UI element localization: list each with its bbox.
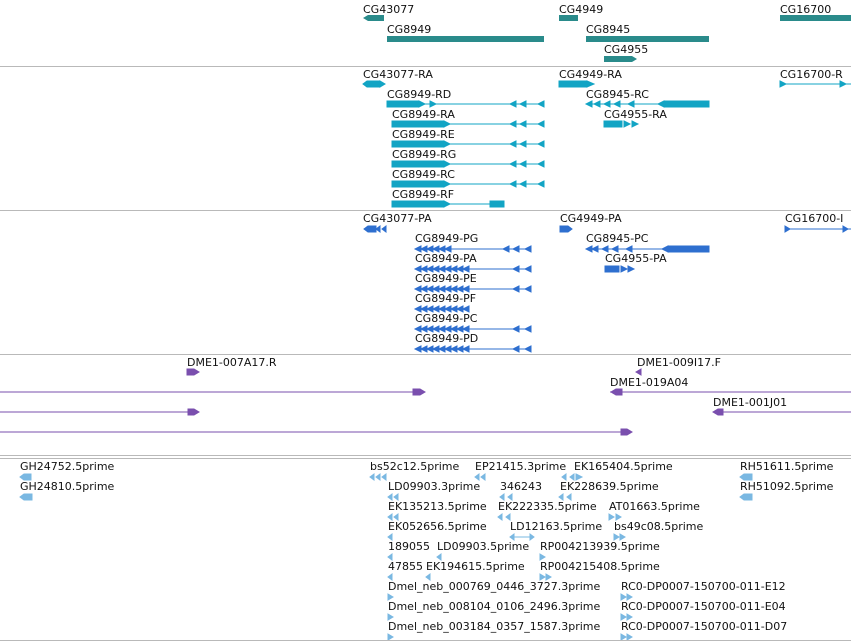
gene-feature-cg4949 xyxy=(559,15,578,21)
mrna-features[interactable] xyxy=(0,67,851,210)
mrna-label[interactable]: CG8949-RA xyxy=(392,108,455,121)
track-separator xyxy=(0,66,851,67)
est-label[interactable]: GH24810.5prime xyxy=(20,480,115,493)
est-label[interactable]: 189055 xyxy=(388,540,430,553)
est-label[interactable]: Dmel_neb_003184_0357_1587.3prime xyxy=(388,620,601,633)
est-label[interactable]: RP004215408.5prime xyxy=(540,560,660,573)
gene-label[interactable]: CG8945 xyxy=(586,23,631,36)
mrna-label[interactable]: CG4949-RA xyxy=(559,68,622,81)
gene-feature-cg43077 xyxy=(363,15,384,21)
protein-label[interactable]: CG8949-PG xyxy=(415,232,479,245)
protein-track: CG43077-PA CG4949-PA CG16700-I CG8949-PG… xyxy=(0,211,851,354)
gene-feature-cg4955 xyxy=(604,56,637,62)
est-label[interactable]: EK228639.5prime xyxy=(560,480,659,493)
gene-label[interactable]: CG4955 xyxy=(604,43,649,56)
track-separator xyxy=(0,640,851,641)
clone-label[interactable]: DME1-007A17.R xyxy=(187,356,277,369)
mrna-label[interactable]: CG4955-RA xyxy=(604,108,667,121)
est-label[interactable]: bs52c12.5prime xyxy=(370,460,460,473)
track-separator xyxy=(0,354,851,355)
protein-label[interactable]: CG8949-PA xyxy=(415,252,477,265)
est-label[interactable]: Dmel_neb_008104_0106_2496.3prime xyxy=(388,600,601,613)
gene-feature-cg8945 xyxy=(586,36,709,42)
track-separator xyxy=(0,458,851,459)
protein-label[interactable]: CG8949-PE xyxy=(415,272,477,285)
clone-label[interactable]: DME1-019A04 xyxy=(610,376,689,389)
est-label[interactable]: Dmel_neb_000769_0446_3727.3prime xyxy=(388,580,601,593)
gene-feature-cg16700 xyxy=(780,15,851,21)
clone-label[interactable]: DME1-001J01 xyxy=(713,396,788,409)
est-track: GH24752.5prime bs52c12.5prime EP21415.3p… xyxy=(0,459,851,640)
est-label[interactable]: EK222335.5prime xyxy=(498,500,597,513)
protein-label[interactable]: CG16700-I xyxy=(785,212,844,225)
est-label[interactable]: AT01663.5prime xyxy=(609,500,700,513)
est-label[interactable]: RC0-DP0007-150700-011-D07 xyxy=(621,620,788,633)
gene-track: CG43077 CG4949 CG16700 CG8949 CG8945 CG4… xyxy=(0,0,851,66)
gene-label[interactable]: CG8949 xyxy=(387,23,432,36)
est-label[interactable]: RC0-DP0007-150700-011-E04 xyxy=(621,600,786,613)
est-label[interactable]: bs49c08.5prime xyxy=(614,520,704,533)
mrna-label[interactable]: CG8949-RG xyxy=(392,148,457,161)
est-label[interactable]: EK135213.5prime xyxy=(388,500,487,513)
gene-label[interactable]: CG43077 xyxy=(363,3,415,16)
est-label[interactable]: RC0-DP0007-150700-011-E12 xyxy=(621,580,786,593)
clone-track: DME1-007A17.R DME1-009I17.F DME1-019A04 … xyxy=(0,355,851,455)
est-label[interactable]: RP004213939.5prime xyxy=(540,540,660,553)
est-label[interactable]: LD09903.3prime xyxy=(388,480,481,493)
clone-features[interactable] xyxy=(0,355,851,455)
est-label[interactable]: LD09903.5prime xyxy=(437,540,530,553)
est-label[interactable]: 346243 xyxy=(500,480,542,493)
est-features[interactable] xyxy=(0,459,851,640)
mrna-track: CG43077-RA CG4949-RA CG16700-R CG8949-RD… xyxy=(0,67,851,210)
est-label[interactable]: EK194615.5prime xyxy=(426,560,525,573)
track-separator xyxy=(0,210,851,211)
mrna-label[interactable]: CG8949-RC xyxy=(392,168,455,181)
protein-label[interactable]: CG8949-PC xyxy=(415,312,478,325)
gene-label[interactable]: CG4949 xyxy=(559,3,604,16)
est-label[interactable]: RH51611.5prime xyxy=(740,460,834,473)
est-label[interactable]: RH51092.5prime xyxy=(740,480,834,493)
protein-label[interactable]: CG8945-PC xyxy=(586,232,649,245)
mrna-label[interactable]: CG8949-RF xyxy=(392,188,455,201)
mrna-label[interactable]: CG8949-RE xyxy=(392,128,455,141)
est-label[interactable]: LD12163.5prime xyxy=(510,520,603,533)
protein-label[interactable]: CG4955-PA xyxy=(605,252,667,265)
mrna-label[interactable]: CG8949-RD xyxy=(387,88,452,101)
est-label[interactable]: EK052656.5prime xyxy=(388,520,487,533)
gene-feature-cg8949 xyxy=(387,36,544,42)
protein-label[interactable]: CG4949-PA xyxy=(560,212,622,225)
protein-label[interactable]: CG43077-PA xyxy=(363,212,432,225)
protein-label[interactable]: CG8949-PF xyxy=(415,292,477,305)
est-label[interactable]: 47855 xyxy=(388,560,423,573)
protein-features[interactable] xyxy=(0,211,851,354)
est-label[interactable]: EK165404.5prime xyxy=(574,460,673,473)
mrna-label[interactable]: CG43077-RA xyxy=(363,68,433,81)
gene-label[interactable]: CG16700 xyxy=(780,3,832,16)
est-label[interactable]: GH24752.5prime xyxy=(20,460,115,473)
mrna-label[interactable]: CG16700-R xyxy=(780,68,843,81)
track-separator xyxy=(0,455,851,456)
clone-label[interactable]: DME1-009I17.F xyxy=(637,356,721,369)
gene-features[interactable] xyxy=(0,0,851,66)
est-label[interactable]: EP21415.3prime xyxy=(475,460,567,473)
mrna-label[interactable]: CG8945-RC xyxy=(586,88,649,101)
protein-label[interactable]: CG8949-PD xyxy=(415,332,479,345)
